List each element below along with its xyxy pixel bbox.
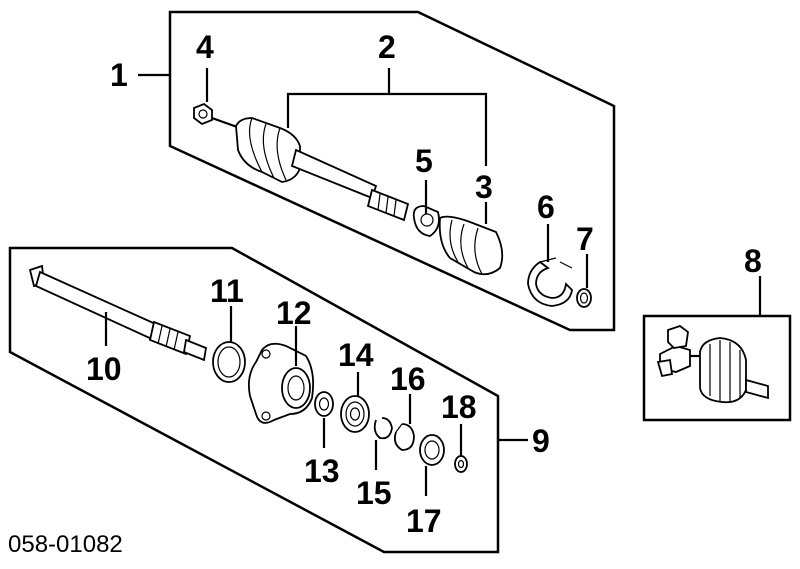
callout-14: 14 [338,337,374,373]
leader-2-bracket [286,92,488,166]
circlip-part [393,423,415,451]
callout-17: 17 [406,503,442,539]
callout-3: 3 [475,169,493,205]
diagram-code: 058-01082 [8,531,123,558]
seal-part [314,391,334,417]
washer-part [454,455,468,473]
callout-7: 7 [576,221,594,257]
callout-12: 12 [276,295,312,331]
dust-seal-part [419,434,445,466]
callout-5: 5 [415,143,433,179]
boot-band-small-part [412,205,440,237]
snap-ring-part [373,417,393,440]
bearing-part [340,395,370,433]
callout-16: 16 [390,361,426,397]
callout-13: 13 [304,453,340,489]
outer-joint-shaft-part [211,116,410,222]
callout-4: 4 [196,29,214,65]
tripod-joint-part [656,324,702,378]
callout-6: 6 [537,189,555,225]
joint-housing-part [699,337,769,404]
inner-boot-part [438,215,504,276]
bearing-support-part [247,342,315,424]
callout-1: 1 [110,57,128,93]
upper-assembly-frame [168,10,616,332]
callout-2: 2 [378,29,396,65]
callout-8: 8 [744,243,762,279]
callout-10: 10 [86,351,122,387]
upper-assembly-group: 1 2 3 4 5 6 7 [110,10,616,332]
lower-assembly-group: 9 10 11 12 13 14 15 16 17 18 [8,246,550,554]
callout-9: 9 [532,423,550,459]
callout-18: 18 [441,389,477,425]
o-ring-part [212,341,246,383]
callout-15: 15 [356,475,392,511]
intermediate-shaft-part [28,264,208,362]
callout-11: 11 [210,273,244,309]
circlip-part [576,288,592,308]
nut-part [193,102,213,126]
inner-joint-group: 8 [642,243,792,422]
